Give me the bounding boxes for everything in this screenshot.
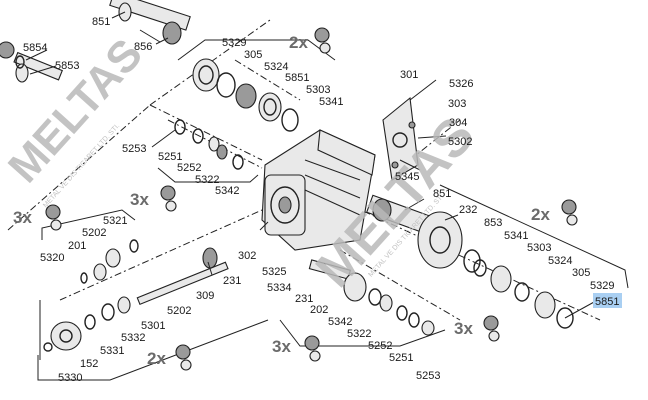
lower-left-parts (43, 296, 131, 352)
label-305-right: 305 (572, 267, 590, 279)
label-202: 202 (310, 304, 328, 316)
multiplier-2x-right: 2x (531, 205, 550, 224)
label-5332: 5332 (121, 332, 145, 344)
label-5326: 5326 (449, 78, 473, 90)
label-5253-bot: 5253 (416, 370, 440, 382)
label-201: 201 (68, 240, 86, 252)
label-5345: 5345 (395, 171, 419, 183)
label-5322-left: 5322 (195, 174, 219, 186)
label-5251-left: 5251 (158, 151, 182, 163)
label-5251-bot: 5251 (389, 352, 413, 364)
label-5342-left: 5342 (215, 185, 239, 197)
label-5320: 5320 (40, 252, 64, 264)
label-5334: 5334 (267, 282, 291, 294)
label-5303-top: 5303 (306, 84, 330, 96)
quantity-multipliers: 2x 3x 3x 2x 3x 3x 2x (13, 33, 550, 368)
pinion-assembly (308, 259, 435, 336)
label-5252-left: 5252 (177, 162, 201, 174)
upper-bearing-set (192, 58, 299, 132)
label-5854: 5854 (23, 42, 47, 54)
label-152: 152 (80, 358, 98, 370)
label-853: 853 (484, 217, 502, 229)
label-5851-top: 5851 (285, 72, 309, 84)
label-5202-b: 5202 (167, 305, 191, 317)
label-5301: 5301 (141, 320, 165, 332)
label-856: 856 (134, 41, 152, 53)
label-305-top: 305 (244, 49, 262, 61)
multiplier-3x-right: 3x (454, 319, 473, 338)
label-851-right: 851 (433, 188, 451, 200)
label-303: 303 (448, 98, 466, 110)
label-5329-top: 5329 (222, 37, 246, 49)
gearbox-housing (261, 129, 376, 251)
cover-plate (382, 96, 419, 181)
multiplier-3x-bottom: 3x (272, 337, 291, 356)
gear-icons (45, 27, 578, 371)
label-231-a: 231 (223, 275, 241, 287)
label-5342-bot: 5342 (328, 316, 352, 328)
label-5324-right: 5324 (548, 255, 572, 267)
multiplier-3x-left-mid: 3x (130, 190, 149, 209)
label-5851-highlighted[interactable]: 5851 (595, 296, 619, 308)
label-5324-top: 5324 (264, 61, 288, 73)
label-5303-right: 5303 (527, 242, 551, 254)
output-shaft-left (80, 239, 229, 306)
label-5302: 5302 (448, 136, 472, 148)
multiplier-2x-top: 2x (289, 33, 308, 52)
label-5331: 5331 (100, 345, 124, 357)
right-gear-assembly (366, 194, 574, 329)
label-304: 304 (449, 117, 467, 129)
label-5341-right: 5341 (504, 230, 528, 242)
label-5322-bot: 5322 (347, 328, 371, 340)
label-231-b: 231 (295, 293, 313, 305)
label-5202-a: 5202 (82, 227, 106, 239)
label-5341-top: 5341 (319, 96, 343, 108)
label-5253-left: 5253 (122, 143, 146, 155)
label-302: 302 (238, 250, 256, 262)
left-ring-set (174, 119, 244, 170)
label-5252-bot: 5252 (368, 340, 392, 352)
label-5321: 5321 (103, 215, 127, 227)
multiplier-3x-left: 3x (13, 208, 32, 227)
highlight-box (593, 293, 622, 308)
label-232: 232 (459, 204, 477, 216)
part-labels: 851 856 5854 5853 5329 305 5324 5851 530… (23, 16, 619, 384)
label-5853: 5853 (55, 60, 79, 72)
label-5330: 5330 (58, 372, 82, 384)
label-5325: 5325 (262, 266, 286, 278)
label-301: 301 (400, 69, 418, 81)
multiplier-2x-bottom: 2x (147, 349, 166, 368)
label-309: 309 (196, 290, 214, 302)
label-5329-right: 5329 (590, 280, 614, 292)
label-851-top: 851 (92, 16, 110, 28)
